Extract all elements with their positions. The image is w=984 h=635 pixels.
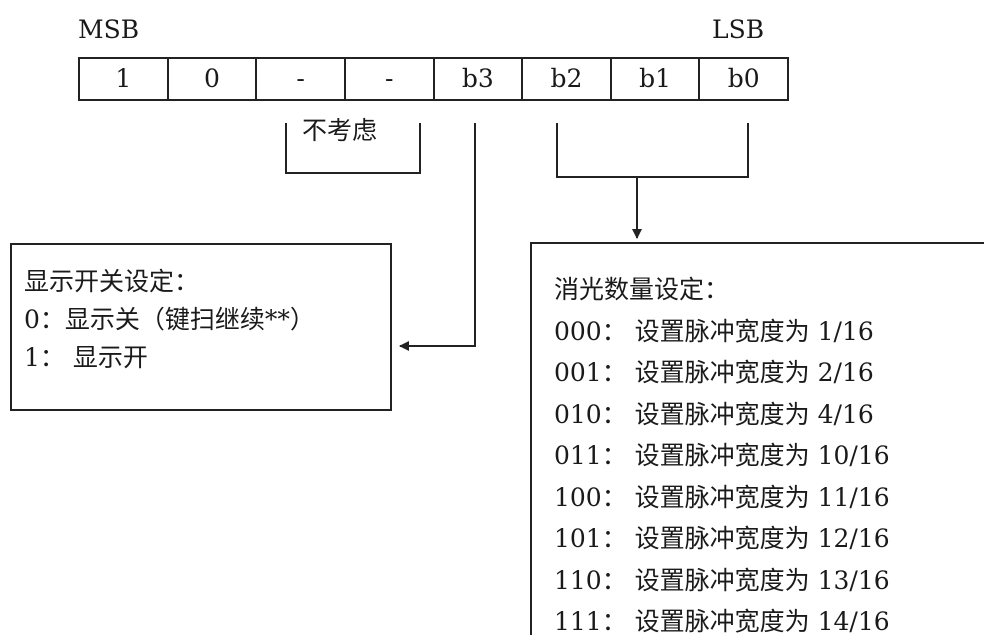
- display-switch-box: 显示开关设定： 0：显示关（键扫继续**） 1： 显示开: [10, 243, 392, 411]
- bit-cell-5: -: [257, 59, 346, 99]
- bit-cell-4: -: [346, 59, 435, 99]
- display-switch-option: 0：显示关（键扫继续**）: [24, 305, 315, 334]
- display-switch-option: 1： 显示开: [24, 343, 148, 372]
- blanking-title: 消光数量设定：: [554, 275, 730, 304]
- b2-b0-bracket: [556, 123, 749, 178]
- bit-cell-1: b1: [612, 59, 701, 99]
- blanking-option: 101： 设置脉冲宽度为 12/16: [554, 524, 890, 553]
- blanking-setting-box: 消光数量设定： 000： 设置脉冲宽度为 1/16 001： 设置脉冲宽度为 2…: [530, 242, 984, 635]
- dont-care-label: 不考虑: [300, 116, 380, 146]
- bit-cell-6: 0: [169, 59, 258, 99]
- blanking-option: 011： 设置脉冲宽度为 10/16: [554, 441, 890, 470]
- bit-cell-2: b2: [523, 59, 612, 99]
- display-switch-title: 显示开关设定：: [24, 267, 200, 296]
- blanking-option: 000： 设置脉冲宽度为 1/16: [554, 316, 874, 346]
- blanking-option: 111： 设置脉冲宽度为 14/16: [554, 607, 890, 635]
- blanking-option: 010： 设置脉冲宽度为 4/16: [554, 399, 874, 429]
- bit-cell-7: 1: [80, 59, 169, 99]
- blanking-option: 110： 设置脉冲宽度为 13/16: [554, 565, 890, 595]
- register-byte: 1 0 - - b3 b2 b1 b0: [78, 57, 789, 101]
- b3-connector: [399, 123, 476, 351]
- bit-cell-0: b0: [727, 64, 760, 93]
- blanking-option: 100： 设置脉冲宽度为 11/16: [554, 482, 890, 512]
- lsb-label: LSB: [712, 15, 765, 44]
- blanking-option: 001： 设置脉冲宽度为 2/16: [554, 358, 874, 387]
- ignore-bracket: [285, 123, 421, 174]
- bit-cell-3: b3: [435, 59, 524, 99]
- msb-label: MSB: [78, 15, 140, 44]
